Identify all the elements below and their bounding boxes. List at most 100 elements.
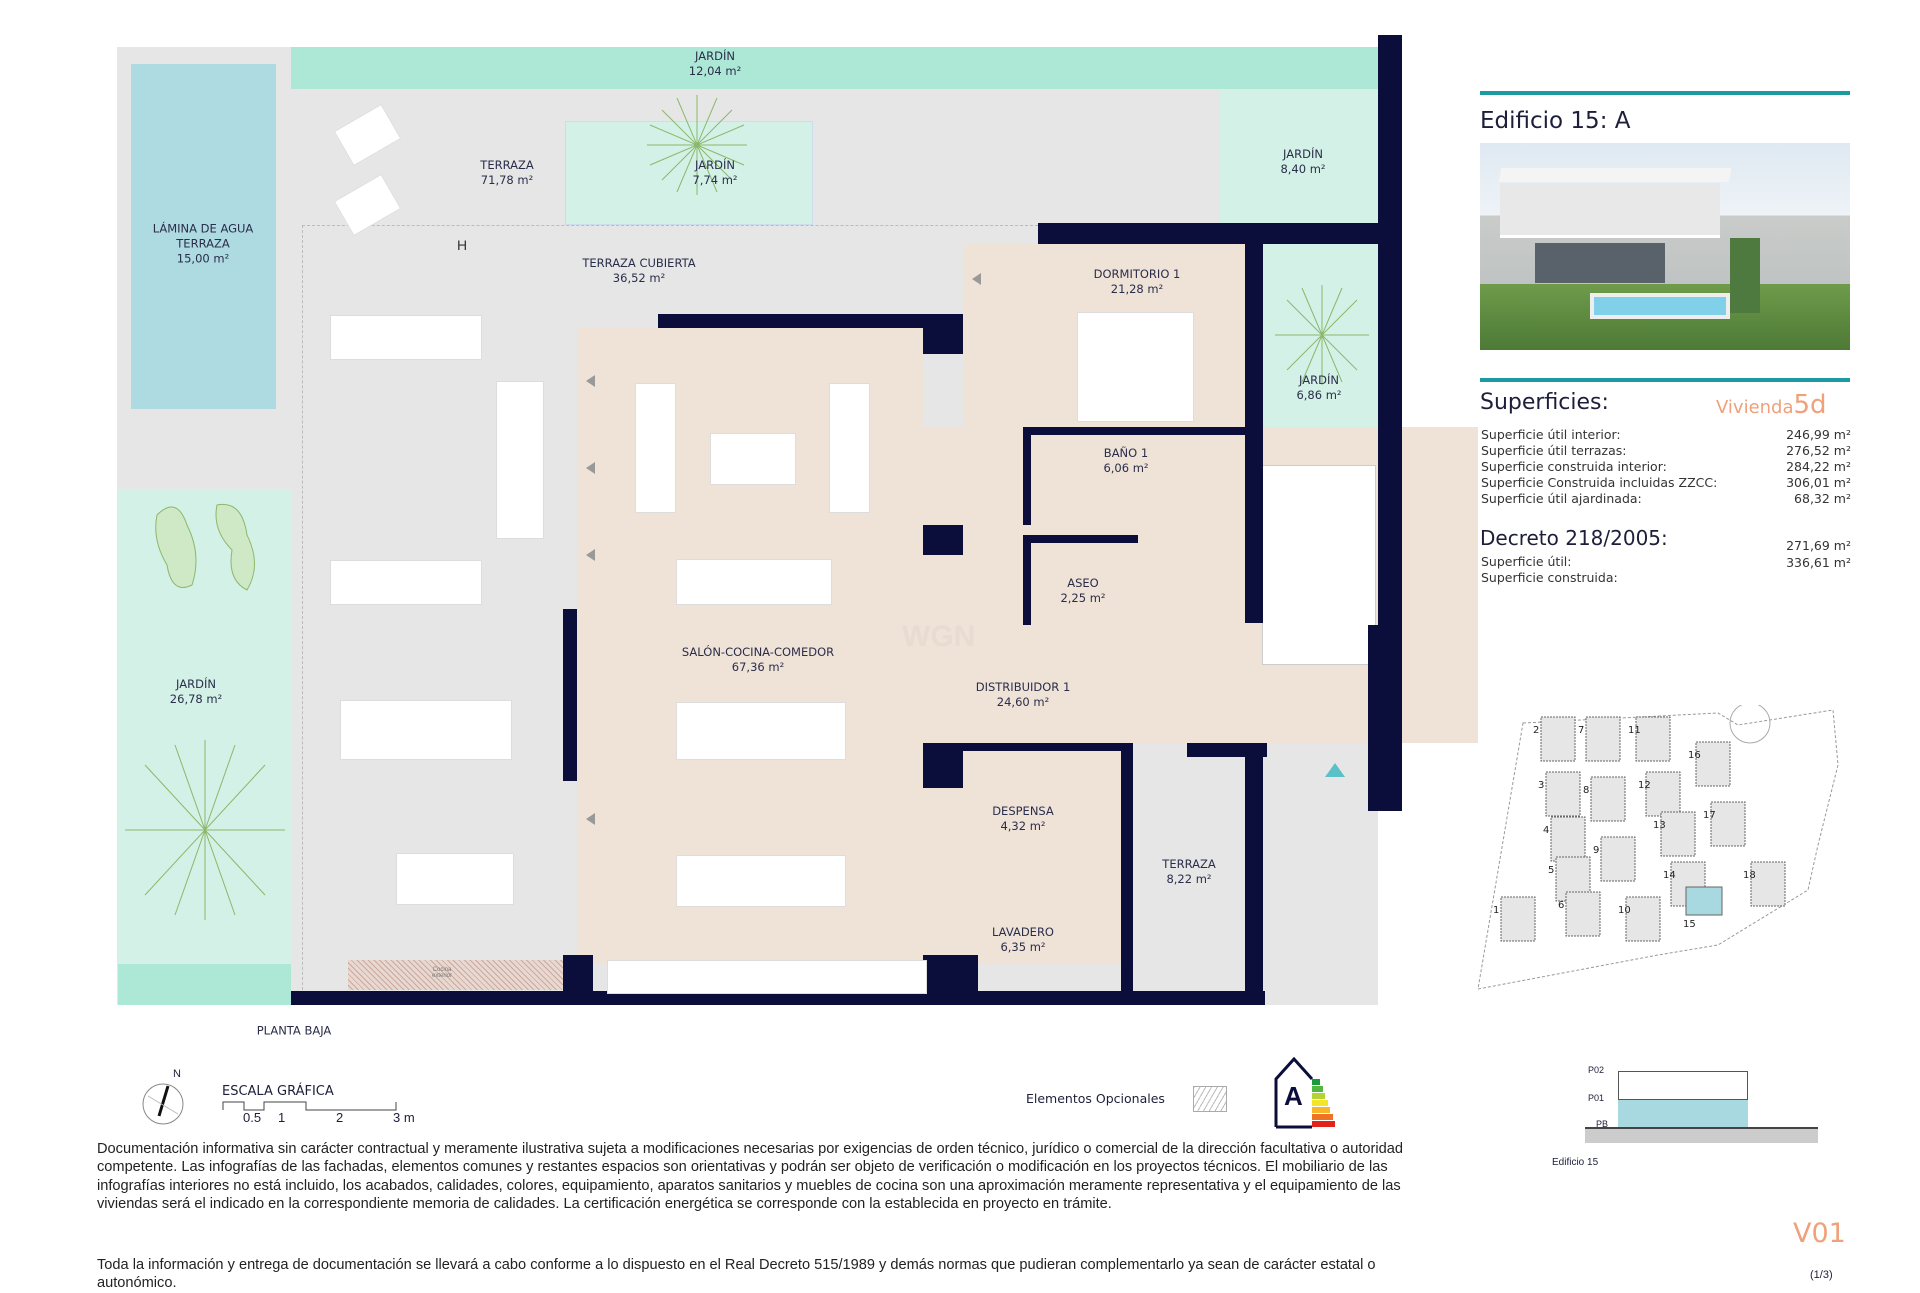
building-block xyxy=(1660,811,1696,857)
window-marker-icon xyxy=(586,813,595,825)
section-diagram: P02 P01 PB Edificio 15 xyxy=(1530,1025,1818,1168)
sofa xyxy=(635,383,676,513)
building-block xyxy=(1645,771,1681,817)
outdoor-sofa xyxy=(330,315,482,360)
stair-area xyxy=(1262,465,1376,665)
building-number: 7 xyxy=(1578,725,1584,736)
level-label: PB xyxy=(1596,1119,1609,1129)
building-number: 11 xyxy=(1628,725,1641,736)
surface-value: 246,99 m² xyxy=(1786,427,1851,442)
wall xyxy=(291,991,1265,1005)
outdoor-table xyxy=(340,700,512,760)
garden-left-strip xyxy=(118,964,291,1005)
building-number: 5 xyxy=(1548,865,1554,876)
superficies-title: Superficies: xyxy=(1480,390,1609,415)
building-block xyxy=(1540,716,1576,762)
palm-plant-icon xyxy=(647,95,747,195)
building-block xyxy=(1695,741,1731,787)
decreto-label: Superficie útil: xyxy=(1481,554,1572,569)
bed xyxy=(1077,312,1194,422)
surface-label: Superficie útil ajardinada: xyxy=(1481,491,1642,506)
building-number: 16 xyxy=(1688,750,1701,761)
divider xyxy=(1480,378,1850,382)
vivienda-badge: Vivienda5d xyxy=(1716,390,1827,420)
wall xyxy=(1245,743,1263,1005)
scale-tick: 2 xyxy=(336,1110,344,1125)
building-number: 14 xyxy=(1663,870,1676,881)
sofa xyxy=(829,383,870,513)
surface-label: Superficie Construida incluidas ZZCC: xyxy=(1481,475,1718,490)
building-number: 4 xyxy=(1543,825,1549,836)
building-block xyxy=(1710,801,1746,847)
wall xyxy=(1023,427,1031,525)
decreto-label: Superficie construida: xyxy=(1481,570,1618,585)
scale-title: ESCALA GRÁFICA xyxy=(222,1084,334,1099)
building-number: 3 xyxy=(1538,780,1544,791)
window-marker-icon xyxy=(972,273,981,285)
building-block xyxy=(1750,861,1786,907)
building-number: 13 xyxy=(1653,820,1666,831)
building-number: 18 xyxy=(1743,870,1756,881)
covered-terrace-outline xyxy=(302,225,1038,1005)
energy-bar xyxy=(1312,1100,1328,1106)
energy-bar xyxy=(1312,1086,1323,1092)
version-label: V01 xyxy=(1793,1218,1846,1249)
optional-hatch-swatch xyxy=(1193,1086,1227,1112)
building-block xyxy=(1565,891,1601,937)
palm-plant-icon xyxy=(1275,285,1369,385)
garden-right xyxy=(1220,89,1378,223)
garden-top xyxy=(291,47,1378,89)
dining-table xyxy=(676,702,846,760)
terrace-small xyxy=(1130,743,1245,997)
legal-paragraph: Toda la información y entrega de documen… xyxy=(97,1257,1376,1292)
kitchen-counter xyxy=(607,960,927,994)
energy-bar xyxy=(1312,1114,1333,1120)
building-block xyxy=(1625,896,1661,942)
wall xyxy=(923,955,978,995)
energy-bar xyxy=(1312,1107,1330,1113)
watermark: WGN xyxy=(902,620,976,653)
floor-plan: H WGN xyxy=(102,35,1478,1005)
plan-level-label: PLANTA BAJA xyxy=(256,1023,332,1038)
garden-center xyxy=(565,121,813,225)
sideboard xyxy=(676,559,832,605)
level-label: P02 xyxy=(1588,1065,1605,1075)
building-number: 17 xyxy=(1703,810,1716,821)
page-indicator: (1/3) xyxy=(1810,1269,1833,1281)
kitchen-island xyxy=(676,855,846,907)
decreto-value: 336,61 m² xyxy=(1786,555,1851,570)
optional-elements-label: Elementos Opcionales xyxy=(1026,1091,1165,1106)
outdoor-bar xyxy=(396,853,514,905)
surface-value: 306,01 m² xyxy=(1786,475,1851,490)
building-number: 15 xyxy=(1683,919,1696,930)
window-marker-icon xyxy=(586,375,595,387)
wall xyxy=(1368,625,1402,811)
wall xyxy=(923,743,963,788)
wall xyxy=(923,743,1123,751)
surface-value: 68,32 m² xyxy=(1794,491,1851,506)
wall xyxy=(563,955,593,995)
building-block xyxy=(1590,776,1626,822)
shrub-plant-icon xyxy=(155,503,255,591)
coffee-table xyxy=(710,433,796,485)
wall xyxy=(1023,535,1138,543)
level-label: P01 xyxy=(1588,1093,1605,1103)
building-block xyxy=(1550,816,1586,862)
wall xyxy=(923,314,963,354)
building-number: 6 xyxy=(1558,900,1564,911)
scale-tick: 1 xyxy=(278,1110,286,1125)
shower-mark: H xyxy=(457,237,468,253)
north-label: N xyxy=(173,1068,181,1080)
wall xyxy=(563,609,577,781)
outdoor-kitchen-label: Cocina exterior xyxy=(431,967,452,979)
